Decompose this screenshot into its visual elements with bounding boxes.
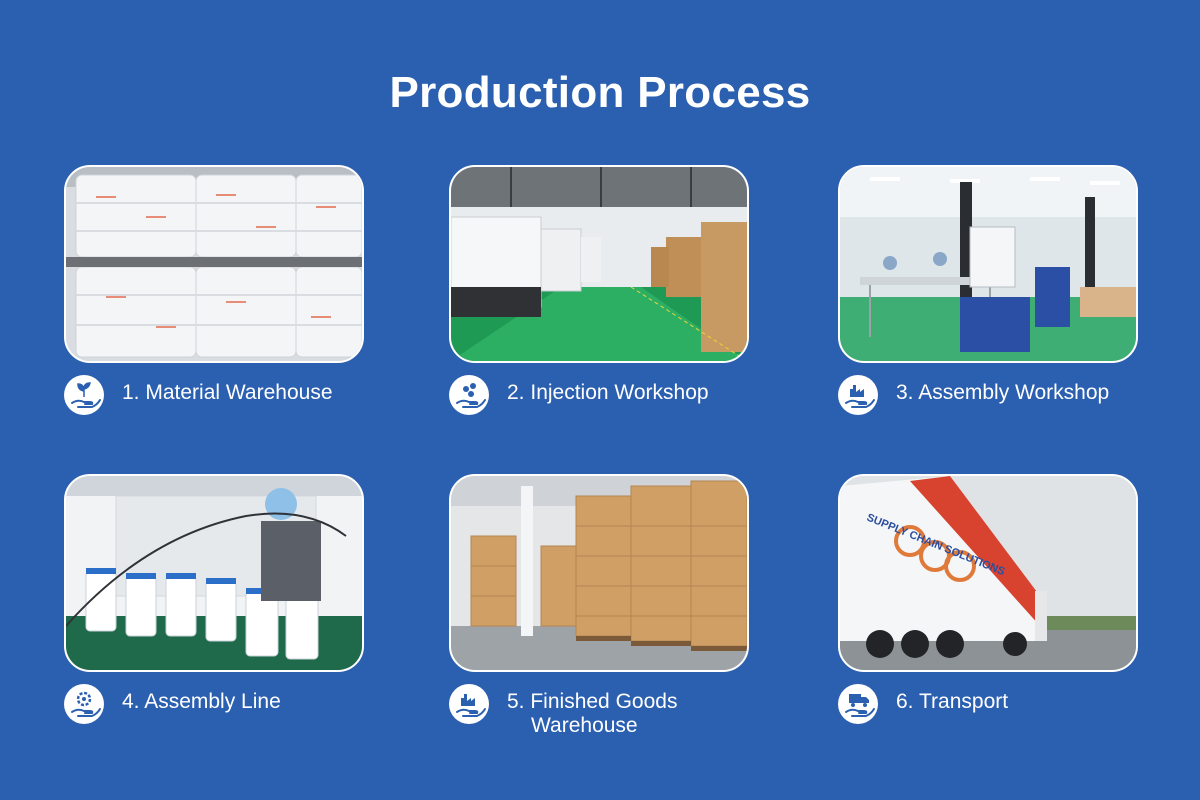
step-label: 5. Finished Goods Warehouse <box>507 690 678 737</box>
hand-sprout-icon <box>449 375 489 415</box>
hand-factory-icon <box>449 684 489 724</box>
step-label: 4. Assembly Line <box>122 690 281 713</box>
step-card-injection-workshop: 2. Injection Workshop <box>449 165 749 419</box>
step-caption: 1. Material Warehouse <box>64 375 364 419</box>
hand-truck-icon <box>838 684 878 724</box>
hand-gear-icon <box>64 684 104 724</box>
step-caption: 2. Injection Workshop <box>449 375 749 419</box>
step-label: 3. Assembly Workshop <box>896 381 1110 404</box>
page-title: Production Process <box>389 68 811 117</box>
hand-factory-icon <box>838 375 878 415</box>
step-caption: 3. Assembly Workshop <box>838 375 1138 419</box>
finished-goods-warehouse-photo <box>449 474 749 672</box>
step-caption: 6. Transport <box>838 684 1138 728</box>
step-caption: 4. Assembly Line <box>64 684 364 728</box>
step-label: 6. Transport <box>896 690 1009 713</box>
hand-plant-icon <box>64 375 104 415</box>
step-card-assembly-workshop: 3. Assembly Workshop <box>838 165 1138 419</box>
material-warehouse-photo <box>64 165 364 363</box>
injection-workshop-photo <box>449 165 749 363</box>
transport-photo: SUPPLY CHAIN SOLUTIONS <box>838 474 1138 672</box>
step-card-material-warehouse: 1. Material Warehouse <box>64 165 364 419</box>
step-card-transport: SUPPLY CHAIN SOLUTIONS 6. Transport <box>838 474 1138 728</box>
step-label: 1. Material Warehouse <box>122 381 333 404</box>
step-caption: 5. Finished Goods Warehouse <box>449 684 749 737</box>
step-card-finished-goods-warehouse: 5. Finished Goods Warehouse <box>449 474 749 737</box>
step-label: 2. Injection Workshop <box>507 381 709 404</box>
assembly-workshop-photo <box>838 165 1138 363</box>
assembly-line-photo <box>64 474 364 672</box>
step-card-assembly-line: 4. Assembly Line <box>64 474 364 728</box>
